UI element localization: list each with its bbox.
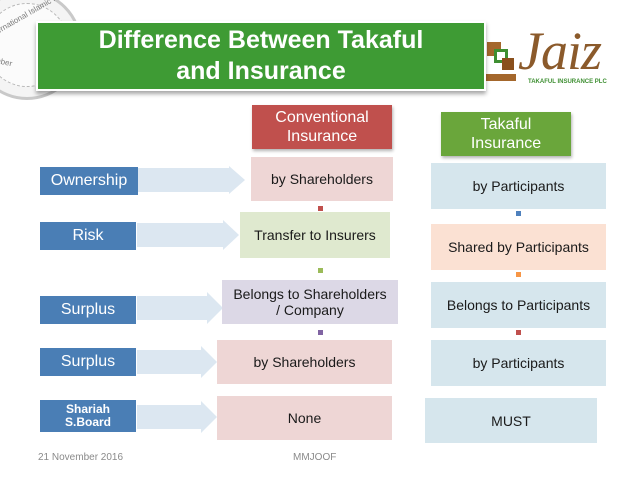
logo-subtitle: TAKAFUL INSURANCE PLC — [528, 79, 607, 85]
takaful-ownership-box: by Participants — [431, 163, 606, 209]
connector-dot — [516, 272, 521, 277]
arrow-row-risk — [137, 220, 239, 250]
slide-title: Difference Between Takaful and Insurance — [98, 26, 424, 85]
row-label-surplus-2: Surplus — [40, 348, 136, 376]
arrow-row-shariah — [137, 401, 217, 433]
row-label-surplus: Surplus — [40, 296, 136, 324]
conventional-risk-box: Transfer to Insurers — [240, 212, 390, 258]
connector-dot — [318, 330, 323, 335]
footer-author: MMJOOF — [293, 452, 337, 463]
takaful-shariah-box: MUST — [425, 398, 597, 443]
logo-square-icon — [502, 58, 514, 70]
row-label-ownership: Ownership — [40, 167, 138, 195]
conventional-column-header: Conventional Insurance — [252, 105, 392, 149]
title-banner: Difference Between Takaful and Insurance — [36, 21, 486, 91]
conventional-shariah-box: None — [217, 396, 392, 440]
row-label-shariah-board: Shariah S.Board — [40, 400, 136, 432]
row-label-risk: Risk — [40, 222, 136, 250]
arrow-row-surplus-2 — [137, 346, 217, 378]
connector-dot — [516, 211, 521, 216]
takaful-surplus-2-box: by Participants — [431, 340, 606, 386]
takaful-surplus-box: Belongs to Participants — [431, 282, 606, 328]
conventional-surplus-box: Belongs to Shareholders / Company — [222, 280, 398, 324]
connector-dot — [516, 330, 521, 335]
connector-dot — [318, 206, 323, 211]
arrow-row-ownership — [137, 166, 245, 194]
footer-date: 21 November 2016 — [38, 452, 124, 463]
takaful-column-header: Takaful Insurance — [441, 112, 571, 156]
conventional-surplus-2-box: by Shareholders — [217, 340, 392, 384]
takaful-risk-box: Shared by Participants — [431, 224, 606, 270]
conventional-ownership-box: by Shareholders — [251, 157, 393, 201]
logo-bar — [484, 74, 516, 81]
logo-wordmark: Jaiz — [518, 21, 602, 81]
connector-dot — [318, 268, 323, 273]
arrow-row-surplus — [137, 292, 223, 324]
